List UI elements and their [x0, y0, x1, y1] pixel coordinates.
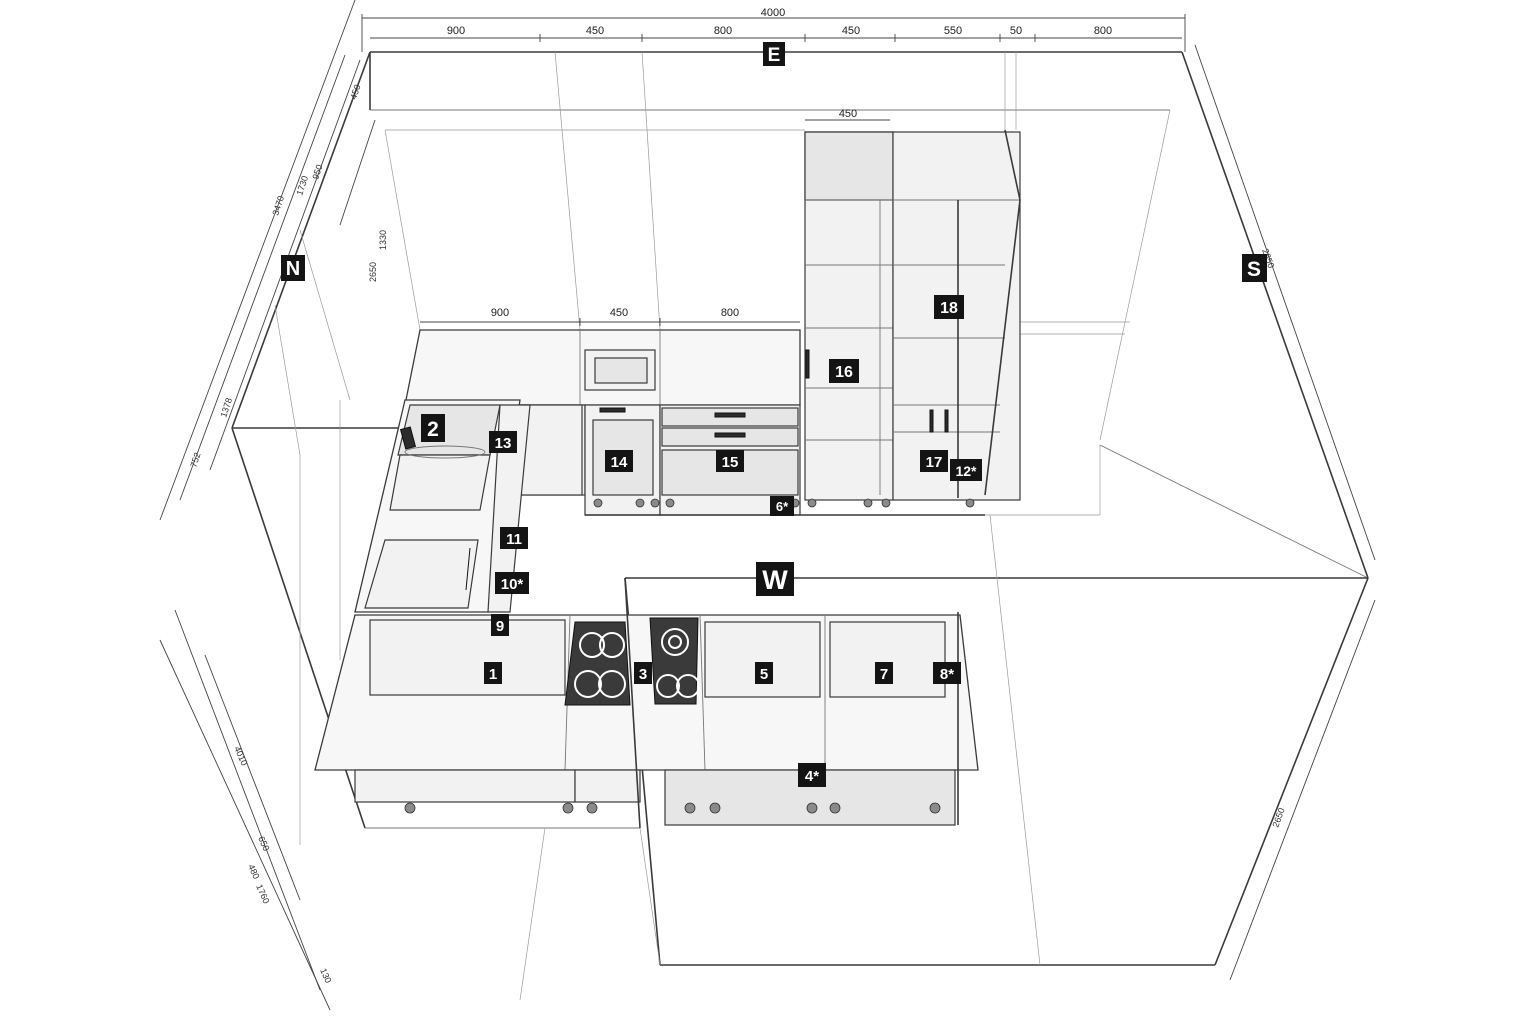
- svg-text:E: E: [768, 45, 781, 66]
- svg-text:12*: 12*: [955, 463, 977, 479]
- svg-text:8*: 8*: [940, 666, 954, 683]
- item-tag-7: 7: [875, 662, 893, 684]
- dim-left-4010: 4010: [232, 745, 249, 767]
- item-tag-14: 14: [605, 450, 633, 472]
- item-tag-12: 12*: [950, 459, 982, 481]
- dim-counter-450: 450: [610, 307, 628, 319]
- svg-text:7: 7: [880, 666, 888, 683]
- svg-text:2: 2: [427, 418, 439, 441]
- item-tag-2: 2: [421, 414, 445, 442]
- wall-label-north: N: [281, 255, 305, 281]
- dim-top-450b: 450: [842, 25, 860, 37]
- svg-text:18: 18: [940, 300, 958, 317]
- svg-text:15: 15: [722, 454, 739, 471]
- svg-text:6*: 6*: [776, 499, 789, 514]
- dim-left-480: 480: [246, 863, 261, 881]
- svg-text:1: 1: [489, 666, 497, 683]
- dim-south-2650: 2650: [1270, 806, 1286, 828]
- svg-text:9: 9: [496, 618, 504, 635]
- dim-north-450: 450: [348, 83, 362, 100]
- island: [314, 577, 979, 829]
- svg-text:13: 13: [495, 435, 512, 452]
- wall-labels: N E S W: [281, 42, 1267, 596]
- dim-north-950: 950: [310, 163, 324, 180]
- item-tags: 1 2 3 4* 5 6* 7 8*: [421, 295, 982, 787]
- wall-label-east: E: [763, 42, 785, 66]
- item-tag-18: 18: [934, 295, 964, 319]
- item-tag-13: 13: [489, 431, 517, 453]
- item-tag-10: 10*: [495, 572, 529, 594]
- item-tag-15: 15: [716, 450, 744, 472]
- item-tag-6: 6*: [770, 496, 794, 516]
- dim-left-130: 130: [318, 967, 333, 985]
- tall-cabinets: [804, 129, 1021, 501]
- wall-label-south: S: [1242, 254, 1267, 282]
- dim-top-450: 450: [586, 25, 604, 37]
- dim-top-800: 800: [714, 25, 732, 37]
- dim-total-width: 4000: [761, 7, 785, 19]
- item-tag-3: 3: [634, 662, 652, 684]
- item-tag-9: 9: [491, 614, 509, 636]
- item-tag-17: 17: [920, 450, 948, 472]
- item-tag-5: 5: [755, 662, 773, 684]
- svg-text:14: 14: [611, 454, 628, 471]
- item-tag-11: 11: [500, 527, 528, 549]
- dim-north-1730: 1730: [294, 174, 310, 196]
- dim-left-650: 650: [256, 835, 271, 853]
- svg-text:11: 11: [506, 531, 522, 548]
- item-tag-16: 16: [829, 359, 859, 383]
- dim-top-900: 900: [447, 25, 465, 37]
- dim-counter-800: 800: [721, 307, 739, 319]
- dim-left-1760: 1760: [254, 883, 271, 905]
- dim-top-50: 50: [1010, 25, 1022, 37]
- svg-text:W: W: [762, 565, 788, 595]
- dim-north-3470: 3470: [270, 194, 286, 216]
- dim-upper-450: 450: [839, 108, 857, 120]
- dim-top-800b: 800: [1094, 25, 1112, 37]
- dim-north-752: 752: [188, 451, 202, 468]
- item-tag-1: 1: [484, 662, 502, 684]
- dim-counter-900: 900: [491, 307, 509, 319]
- dim-top-550: 550: [944, 25, 962, 37]
- north-counter: [354, 399, 583, 613]
- svg-text:3: 3: [639, 666, 647, 683]
- dim-north-2650: 2650: [368, 262, 378, 282]
- svg-text:N: N: [286, 258, 300, 280]
- svg-text:10*: 10*: [501, 576, 524, 593]
- dim-north-1378: 1378: [218, 396, 234, 418]
- svg-text:4*: 4*: [805, 768, 819, 785]
- dim-north-1330: 1330: [378, 230, 388, 250]
- svg-text:16: 16: [835, 364, 853, 381]
- item-tag-8: 8*: [933, 662, 961, 684]
- svg-text:S: S: [1247, 258, 1261, 281]
- item-tag-4: 4*: [798, 763, 826, 787]
- svg-text:17: 17: [926, 454, 943, 471]
- svg-text:5: 5: [760, 666, 768, 683]
- wall-label-west: W: [756, 562, 794, 596]
